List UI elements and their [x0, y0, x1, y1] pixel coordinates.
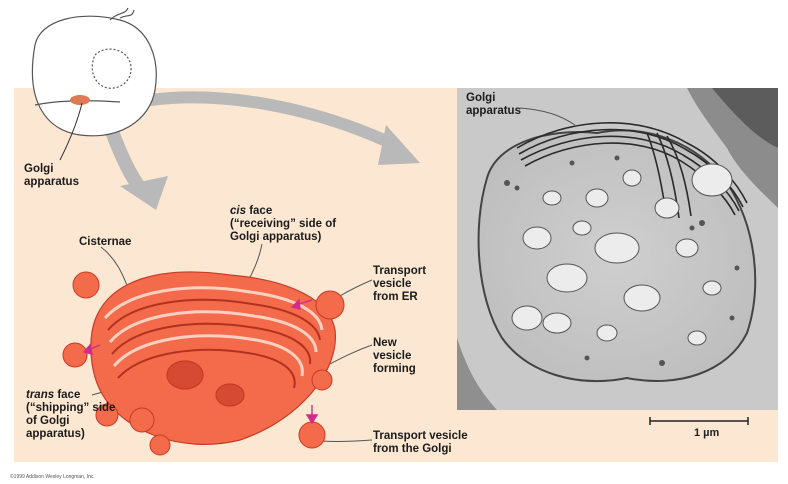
- transport-vesicle-er-label: Transport vesicle from ER: [373, 265, 426, 304]
- new-vesicle-label: New vesicle forming: [373, 337, 416, 376]
- copyright-credit: ©1999 Addison Wesley Longman, Inc.: [10, 474, 95, 480]
- golgi-label-micrograph: Golgi apparatus: [466, 92, 521, 118]
- trans-face-label: trans face (“shipping” side of Golgi app…: [26, 389, 115, 441]
- golgi-label-cell: Golgi apparatus: [24, 163, 79, 189]
- transport-vesicle-golgi-label: Transport vesicle from the Golgi: [373, 430, 468, 456]
- scale-bar-label: 1 µm: [694, 427, 719, 439]
- cis-face-label: cis face (“receiving” side of Golgi appa…: [230, 205, 336, 244]
- cisternae-label: Cisternae: [79, 236, 131, 249]
